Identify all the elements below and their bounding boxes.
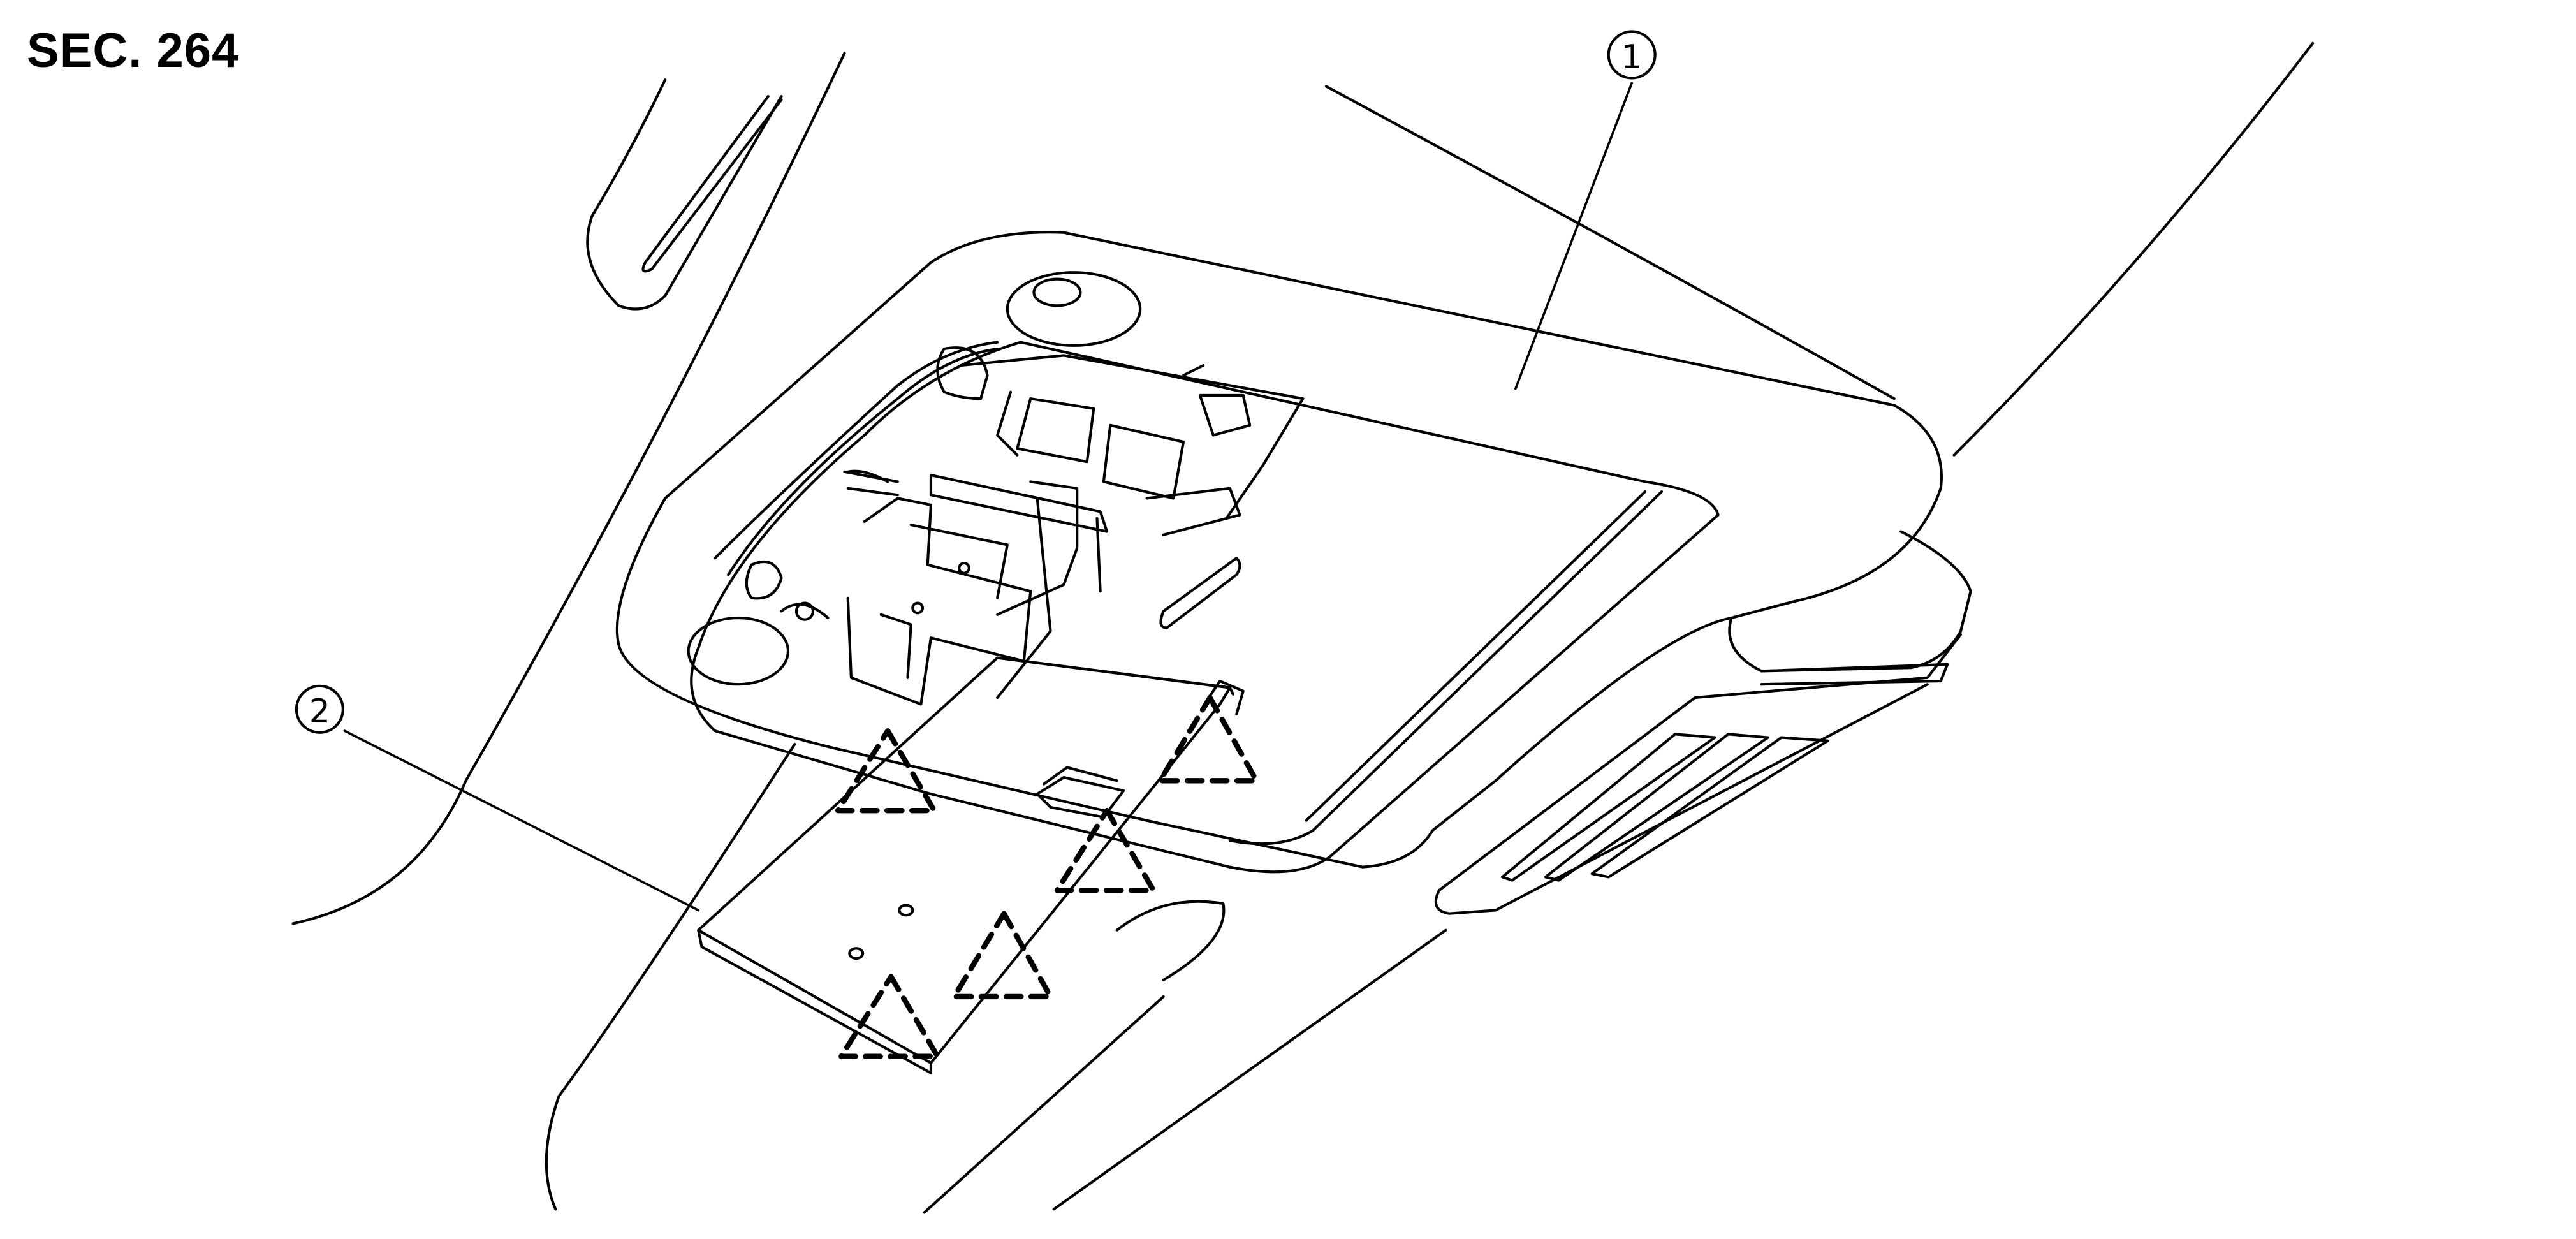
callout-1-number: 1	[1621, 38, 1643, 77]
leader-line-1	[1514, 82, 1634, 390]
clip-marker	[1054, 807, 1157, 893]
clip-marker	[1157, 694, 1259, 784]
callout-2: 2	[295, 684, 344, 734]
clip-markers	[835, 694, 1259, 1059]
clip-marker	[951, 911, 1053, 1000]
roof-outline	[291, 41, 2315, 1214]
callout-2-number: 2	[309, 693, 330, 731]
console-bezel	[615, 231, 1943, 874]
section-label: SEC. 264	[27, 24, 240, 78]
leader-lines	[343, 82, 1634, 912]
clip-marker	[835, 728, 937, 814]
console-side-housing	[1434, 530, 1972, 915]
leader-line-2	[343, 729, 700, 912]
callout-1: 1	[1607, 30, 1657, 80]
console-mechanism	[714, 341, 1305, 706]
clip-marker	[838, 974, 940, 1059]
console-lens	[697, 656, 1245, 1074]
